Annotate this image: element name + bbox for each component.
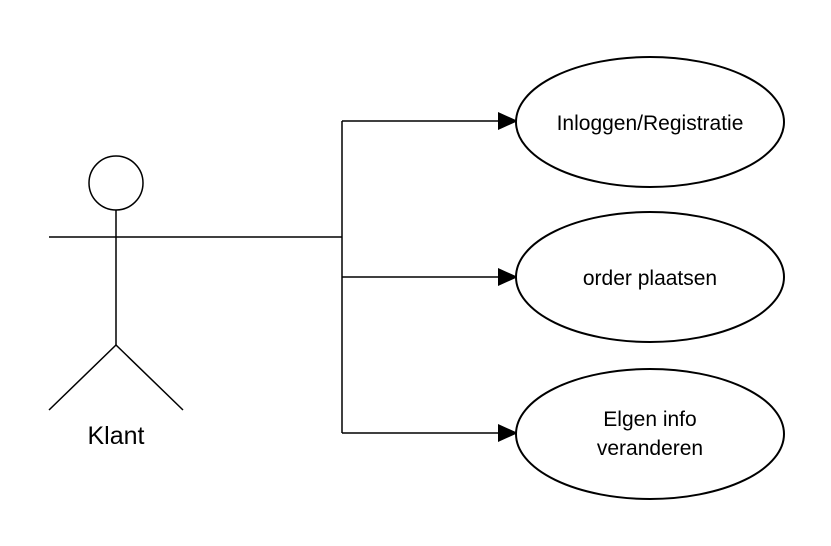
use-case-order-label: order plaatsen [583, 267, 717, 290]
actor-head [88, 155, 144, 211]
use-case-login: Inloggen/Registratie [515, 56, 785, 188]
use-case-order: order plaatsen [515, 211, 785, 343]
actor-figure [48, 155, 184, 411]
actor-right-leg [115, 344, 184, 411]
use-case-info-ellipse [515, 368, 785, 500]
use-case-login-label: Inloggen/Registratie [557, 112, 744, 135]
actor-left-leg [48, 344, 117, 411]
use-case-info: Elgen info veranderen [515, 368, 785, 500]
use-case-info-label-line1: Elgen info [603, 408, 696, 431]
use-case-order-ellipse [515, 211, 785, 343]
arrowhead-order [498, 268, 518, 286]
connectors [183, 112, 518, 442]
actor-label: Klant [88, 422, 145, 450]
arrowhead-login [498, 112, 518, 130]
use-case-login-ellipse [515, 56, 785, 188]
arrowhead-info [498, 424, 518, 442]
use-case-info-label-line2: veranderen [597, 437, 703, 460]
